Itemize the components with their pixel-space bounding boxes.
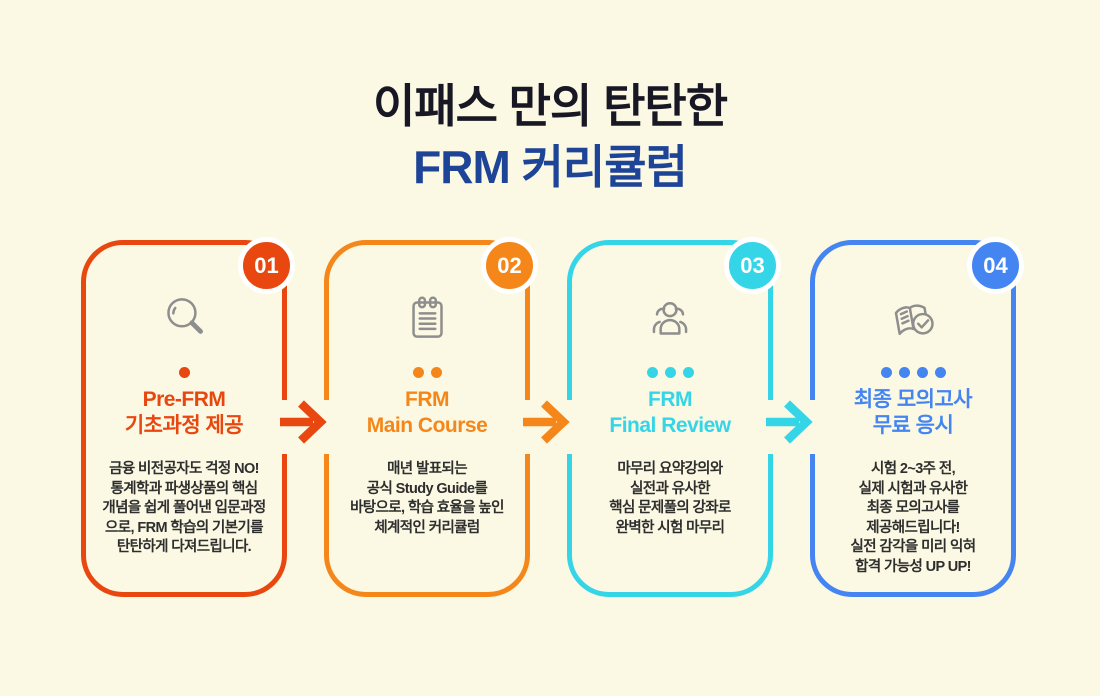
step-dot <box>934 367 946 378</box>
step-dots <box>329 367 525 378</box>
card-title-line2: Main Course <box>366 414 488 437</box>
border-gap <box>766 400 775 454</box>
card-title: FRM Main Course <box>329 387 525 439</box>
arrow-right-icon <box>277 397 337 447</box>
step-number: 02 <box>497 252 522 278</box>
step-dots <box>815 367 1011 378</box>
card-description: 금융 비전공자도 걱정 NO! 통계학과 파생상품의 핵심 개념을 쉽게 풀어낸… <box>102 461 266 555</box>
card-description: 마무리 요약강의와 실전과 유사한 핵심 문제풀의 강좌로 완벽한 시험 마무리 <box>609 461 731 536</box>
step-badge-04: 04 <box>967 237 1024 294</box>
card-title: FRM Final Review <box>572 387 768 439</box>
page-header: 이패스 만의 탄탄한 FRM 커리큘럼 <box>0 76 1100 198</box>
step-badge-01: 01 <box>238 237 295 294</box>
step-dot <box>178 367 190 378</box>
card-title-line1: FRM <box>648 388 693 411</box>
page-title-line1: 이패스 만의 탄탄한 <box>372 80 728 132</box>
border-gap <box>523 400 532 454</box>
card-frm-main-course: 02 FRM Main Course 매년 발표되는 공식 Study Guid… <box>324 237 538 597</box>
page-title-line2: FRM 커리큘럼 <box>413 141 688 193</box>
arrow-right-icon <box>520 397 580 447</box>
step-badge-02: 02 <box>481 237 538 294</box>
border-gap <box>565 400 574 454</box>
step-dot <box>412 367 424 378</box>
people-icon <box>572 289 768 347</box>
card-title-line1: FRM <box>405 388 450 411</box>
card-title-line2: 무료 응시 <box>872 414 954 437</box>
card-final-mock-exam: 04 최종 모의고사 무료 응시 시험 2~3주 전, 실제 시험과 유 <box>810 237 1024 597</box>
step-badge-03: 03 <box>724 237 781 294</box>
card-pre-frm: 01 Pre-FRM 기초과정 제공 금융 비전공자도 걱정 NO! 통계학과 … <box>81 237 295 597</box>
border-gap <box>322 400 331 454</box>
step-dot <box>682 367 694 378</box>
step-dot <box>898 367 910 378</box>
step-dot <box>664 367 676 378</box>
card-title-line2: Final Review <box>609 414 731 437</box>
step-number: 04 <box>983 252 1008 278</box>
book-check-icon <box>815 289 1011 347</box>
step-dot <box>430 367 442 378</box>
card-frm-final-review: 03 FRM Final Review 마무리 요약강의와 실전과 유사한 핵심… <box>567 237 781 597</box>
step-dot <box>916 367 928 378</box>
card-title-line2: 기초과정 제공 <box>124 414 244 437</box>
step-dot <box>880 367 892 378</box>
step-dots <box>86 367 282 378</box>
card-description: 시험 2~3주 전, 실제 시험과 유사한 최종 모의고사를 제공해드립니다! … <box>850 461 977 575</box>
magnifier-icon <box>86 289 282 347</box>
card-title: 최종 모의고사 무료 응시 <box>815 387 1011 439</box>
clipboard-icon <box>329 289 525 347</box>
step-number: 03 <box>740 252 765 278</box>
step-dot <box>646 367 658 378</box>
arrow-right-icon <box>763 397 823 447</box>
step-dots <box>572 367 768 378</box>
card-title-line1: 최종 모의고사 <box>853 388 973 411</box>
card-description: 매년 발표되는 공식 Study Guide를 바탕으로, 학습 효율을 높인 … <box>350 461 504 536</box>
border-gap <box>280 400 289 454</box>
step-number: 01 <box>254 252 279 278</box>
card-title: Pre-FRM 기초과정 제공 <box>86 387 282 439</box>
card-title-line1: Pre-FRM <box>142 388 226 411</box>
border-gap <box>808 400 817 454</box>
